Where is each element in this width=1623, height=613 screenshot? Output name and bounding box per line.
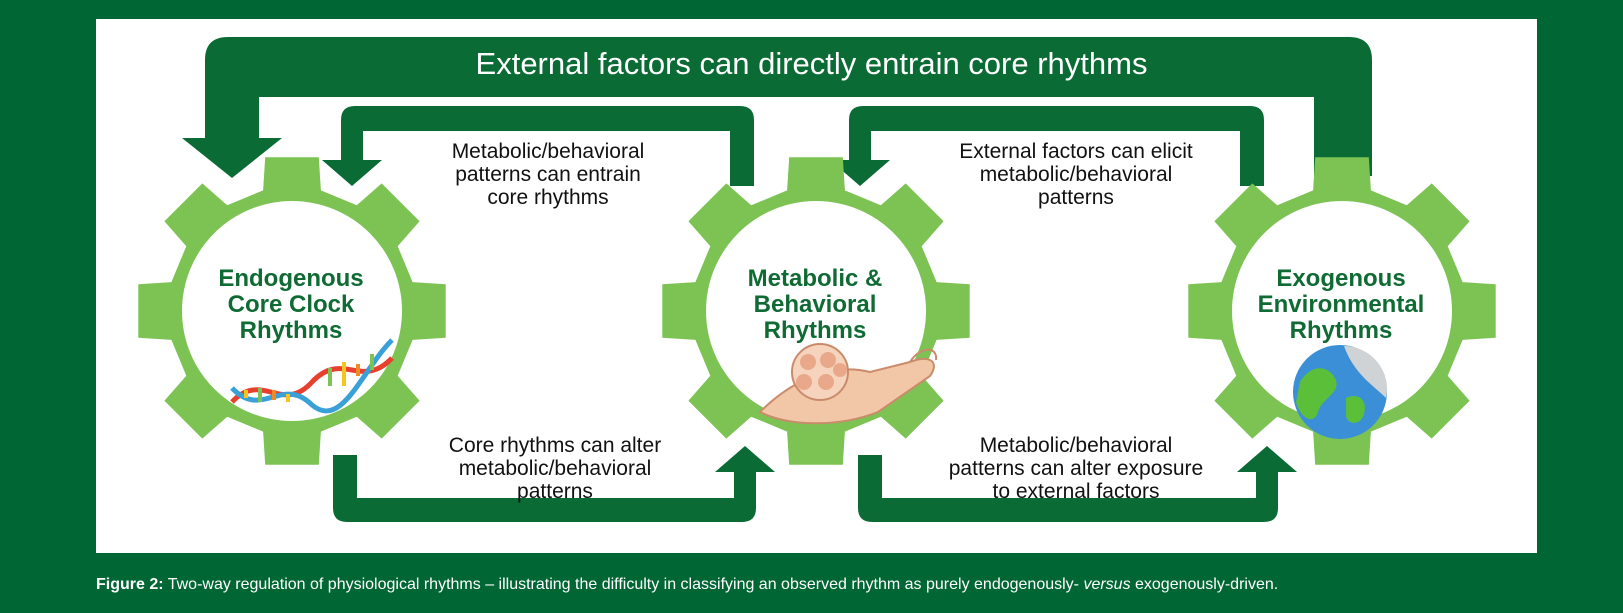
arrow-label-line: core rhythms xyxy=(487,186,609,209)
arrow-metabolic-to-core xyxy=(322,106,754,186)
gear-label-metabolic: Metabolic & Behavioral Rhythms xyxy=(700,266,930,344)
arrow-label-line: to external factors xyxy=(992,480,1160,503)
gear-label-line: Exogenous xyxy=(1276,265,1406,292)
gear-label-line: Core Clock xyxy=(227,291,355,318)
gear-label-line: Environmental xyxy=(1257,291,1425,318)
gear-label-line: Rhythms xyxy=(239,317,343,344)
gear-label-line: Endogenous xyxy=(218,265,364,292)
caption-label: Figure 2: xyxy=(96,576,164,593)
gear-label-endogenous: Endogenous Core Clock Rhythms xyxy=(176,266,406,344)
globe-icon xyxy=(1293,345,1387,439)
caption-text-end: exogenously-driven. xyxy=(1130,576,1279,593)
arrow-label-metabolic-to-core: Metabolic/behavioral patterns can entrai… xyxy=(398,140,698,209)
gear-label-line: Metabolic & xyxy=(747,265,883,292)
arrow-label-external-to-metabolic: External factors can elicit metabolic/be… xyxy=(926,140,1226,209)
arrow-label-line: Metabolic/behavioral xyxy=(451,140,645,163)
arrow-label-line: Metabolic/behavioral xyxy=(979,434,1173,457)
arrow-behavior-to-exposure xyxy=(858,446,1297,522)
arrow-label-line: patterns xyxy=(1038,186,1114,209)
top-arrow-label: External factors can directly entrain co… xyxy=(475,46,1148,81)
arrow-label-line: patterns can alter exposure xyxy=(948,457,1204,480)
arrow-core-to-metabolic xyxy=(333,446,775,522)
gear-label-line: Behavioral xyxy=(753,291,877,318)
muscle-fiber-icon xyxy=(758,343,938,425)
caption-emphasis: versus xyxy=(1083,576,1131,593)
arrow-label-line: patterns xyxy=(517,480,593,503)
gear-label-line: Rhythms xyxy=(763,317,867,344)
arrow-label-line: metabolic/behavioral xyxy=(458,457,652,480)
top-loop-arrow xyxy=(182,37,1372,178)
gear-label-line: Rhythms xyxy=(1289,317,1393,344)
arrow-label-line: Core rhythms can alter xyxy=(448,434,662,457)
arrow-label-line: metabolic/behavioral xyxy=(979,163,1173,186)
arrow-external-to-metabolic xyxy=(830,106,1264,186)
caption-text: Two-way regulation of physiological rhyt… xyxy=(163,576,1084,593)
dna-icon xyxy=(230,338,394,414)
gear-label-exogenous: Exogenous Environmental Rhythms xyxy=(1226,266,1456,344)
figure-caption: Figure 2: Two-way regulation of physiolo… xyxy=(96,575,1536,595)
arrow-label-line: External factors can elicit xyxy=(959,140,1193,163)
arrow-label-behavior-to-exposure: Metabolic/behavioral patterns can alter … xyxy=(926,434,1226,503)
arrow-label-line: patterns can entrain xyxy=(455,163,641,186)
arrow-label-core-to-metabolic: Core rhythms can alter metabolic/behavio… xyxy=(405,434,705,503)
